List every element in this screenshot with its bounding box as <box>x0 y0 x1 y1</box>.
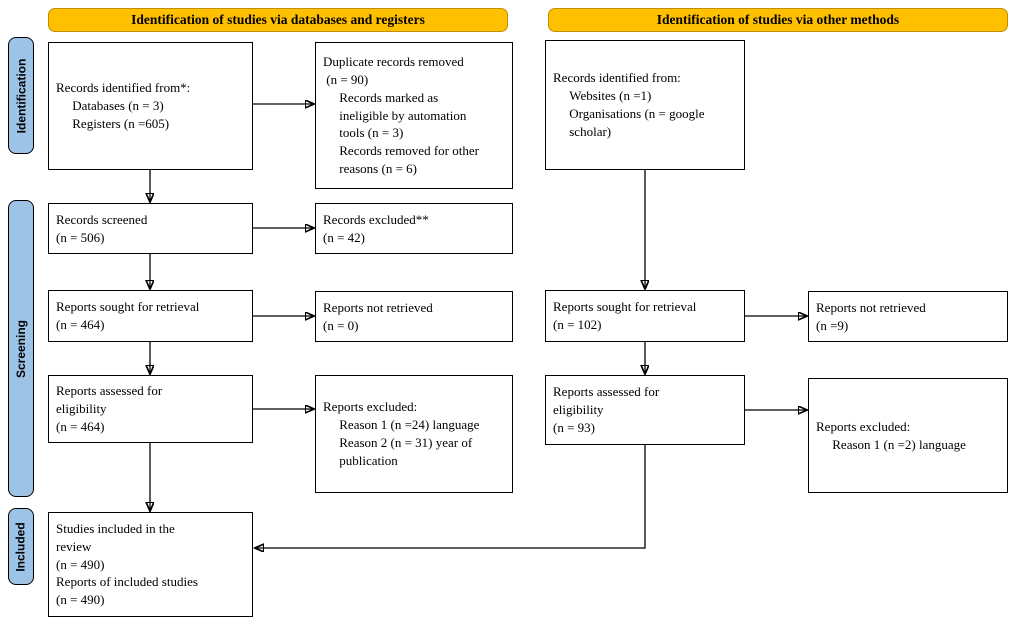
stage-screening: Screening <box>8 200 34 497</box>
box-reports-not-retrieved-databases: Reports not retrieved (n = 0) <box>315 291 513 342</box>
stage-included-label: Included <box>14 521 28 572</box>
box-records-excluded: Records excluded** (n = 42) <box>315 203 513 254</box>
box-reports-not-retrieved-other: Reports not retrieved (n =9) <box>808 291 1008 342</box>
box-reports-excluded-other: Reports excluded: Reason 1 (n =2) langua… <box>808 378 1008 493</box>
box-duplicates-removed: Duplicate records removed (n = 90) Recor… <box>315 42 513 189</box>
header-other-methods: Identification of studies via other meth… <box>548 8 1008 32</box>
box-reports-sought-other: Reports sought for retrieval (n = 102) <box>545 290 745 342</box>
stage-identification: Identification <box>8 37 34 154</box>
box-records-identified-other: Records identified from: Websites (n =1)… <box>545 40 745 170</box>
box-reports-assessed-databases: Reports assessed for eligibility (n = 46… <box>48 375 253 443</box>
box-records-identified-databases: Records identified from*: Databases (n =… <box>48 42 253 170</box>
box-reports-sought-databases: Reports sought for retrieval (n = 464) <box>48 290 253 342</box>
box-studies-included: Studies included in the review (n = 490)… <box>48 512 253 617</box>
stage-screening-label: Screening <box>14 319 28 378</box>
box-reports-assessed-other: Reports assessed for eligibility (n = 93… <box>545 375 745 445</box>
box-reports-excluded-databases: Reports excluded: Reason 1 (n =24) langu… <box>315 375 513 493</box>
stage-identification-label: Identification <box>14 58 29 133</box>
stage-included: Included <box>8 508 34 585</box>
header-databases-registers: Identification of studies via databases … <box>48 8 508 32</box>
box-records-screened: Records screened (n = 506) <box>48 203 253 254</box>
